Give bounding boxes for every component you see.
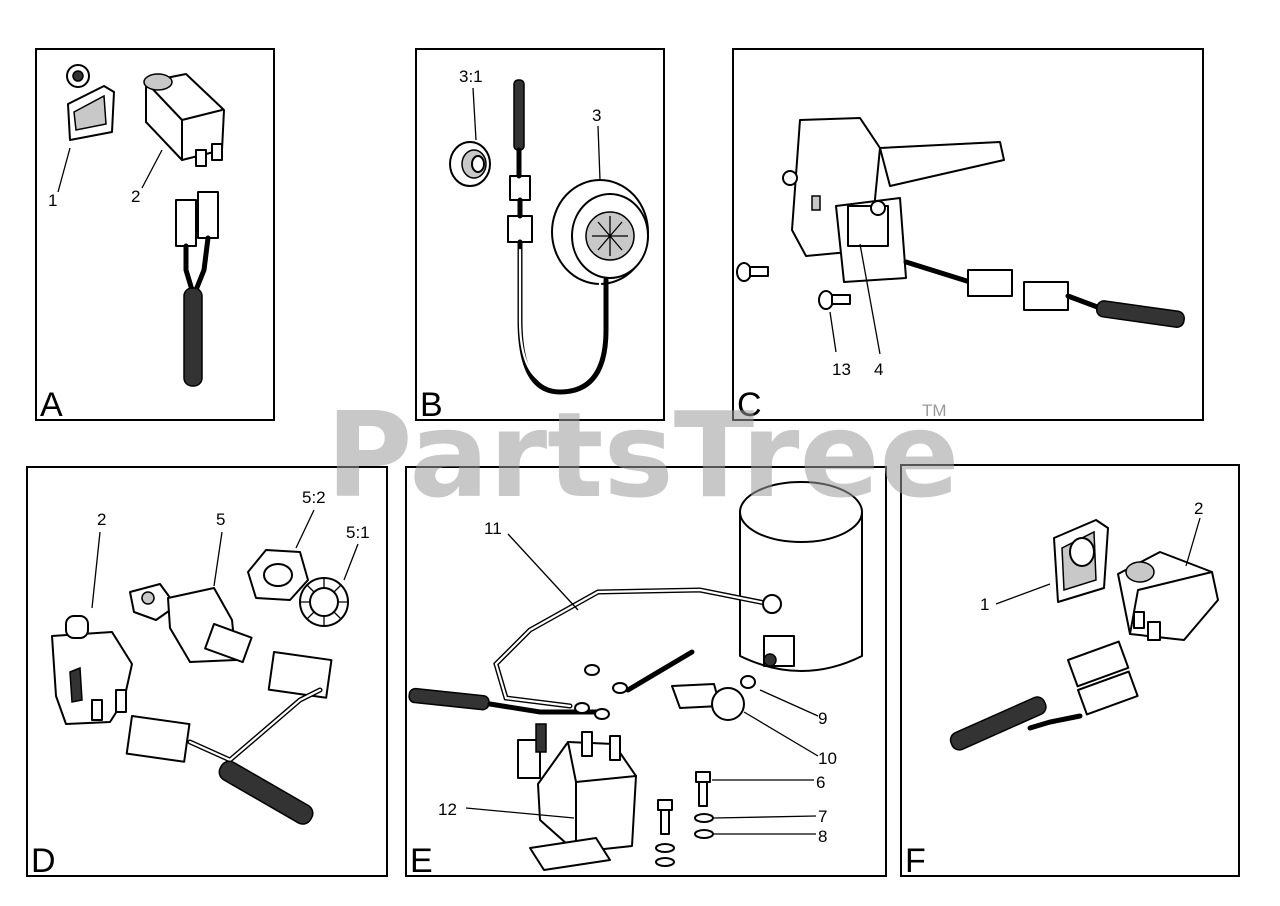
screw-c-1 — [736, 262, 769, 282]
callout-f-1: 1 — [980, 595, 989, 614]
callout-e-10: 10 — [818, 749, 837, 768]
harness-d — [125, 651, 333, 825]
callout-e-12: 12 — [438, 800, 457, 819]
leader-a-2 — [141, 149, 163, 189]
starter-motor-e — [739, 481, 863, 672]
leader-e-10 — [743, 711, 819, 757]
wire-harness-b — [507, 79, 609, 395]
watermark: PartsTree TM — [326, 386, 960, 524]
panel-d: 2 5 5:2 5:1 D — [26, 466, 388, 880]
bezel-part-a — [66, 64, 115, 141]
callout-c-13: 13 — [832, 360, 851, 379]
switch-part-f — [1117, 551, 1219, 641]
leader-b-3 — [597, 125, 601, 181]
callout-d-5-2: 5:2 — [302, 488, 326, 507]
washers-e — [574, 664, 756, 720]
leader-f-1 — [995, 583, 1051, 605]
panel-f: 1 2 F — [900, 464, 1240, 880]
watermark-logo: PartsTree — [326, 386, 960, 524]
panel-label-f: F — [905, 842, 926, 880]
callout-c-4: 4 — [874, 360, 883, 379]
switch-bracket-c — [782, 117, 1005, 283]
panel-label-c: C — [737, 386, 762, 424]
panel-label-b: B — [420, 386, 443, 424]
key-switch-d — [129, 583, 253, 664]
panel-f-frame — [900, 464, 1240, 877]
hex-nut-d — [247, 549, 309, 601]
ground-cable-e — [408, 649, 695, 715]
leader-a-1 — [57, 147, 71, 193]
callout-f-2: 2 — [1194, 499, 1203, 518]
watermark-trademark: TM — [922, 401, 947, 420]
leader-d-5 — [213, 531, 223, 587]
lock-washer-d — [299, 577, 349, 627]
leader-e-9 — [759, 689, 819, 717]
panel-a: 1 2 A — [35, 48, 275, 424]
alarm-part-b — [551, 179, 649, 285]
leader-c-4 — [859, 243, 881, 355]
leader-d-2 — [91, 531, 101, 609]
leader-c-13 — [829, 311, 837, 353]
panel-label-d: D — [31, 842, 56, 880]
bolts-e — [655, 771, 714, 867]
switch-part-d — [51, 615, 133, 725]
leader-b-3-1 — [472, 87, 477, 141]
connector-f — [949, 640, 1139, 751]
leader-f-2 — [1185, 517, 1201, 567]
panel-label-a: A — [40, 386, 63, 424]
callout-e-8: 8 — [818, 827, 827, 846]
grommet-part-b — [449, 141, 491, 187]
leader-e-12 — [465, 807, 575, 819]
bezel-part-f — [1053, 519, 1109, 603]
panel-label-e: E — [410, 842, 433, 880]
callout-b-3: 3 — [592, 106, 601, 125]
panel-e: 11 9 10 6 7 8 12 E — [405, 466, 887, 880]
callout-a-2: 2 — [131, 187, 140, 206]
callout-a-1: 1 — [48, 191, 57, 210]
callout-e-9: 9 — [818, 709, 827, 728]
solenoid-e — [517, 723, 637, 871]
leader-d-5-1 — [343, 543, 359, 581]
callout-e-11: 11 — [484, 519, 502, 538]
callout-e-6: 6 — [816, 773, 825, 792]
panel-b: 3:1 3 B — [415, 48, 665, 424]
callout-e-7: 7 — [818, 807, 827, 826]
connector-a — [175, 191, 219, 387]
callout-d-5: 5 — [216, 510, 225, 529]
callout-b-3-1: 3:1 — [459, 67, 483, 86]
wire-harness-c — [903, 259, 1185, 328]
boot-e — [671, 683, 745, 721]
leader-e-11 — [507, 533, 579, 611]
switch-part-a — [143, 73, 225, 167]
leader-d-5-2 — [295, 509, 315, 549]
screw-c-2 — [818, 290, 851, 310]
callout-d-5-1: 5:1 — [346, 523, 370, 542]
callout-d-2: 2 — [97, 510, 106, 529]
leader-e-7 — [713, 815, 817, 819]
battery-cable-e — [493, 587, 782, 709]
panel-c: 13 4 C — [732, 48, 1204, 424]
